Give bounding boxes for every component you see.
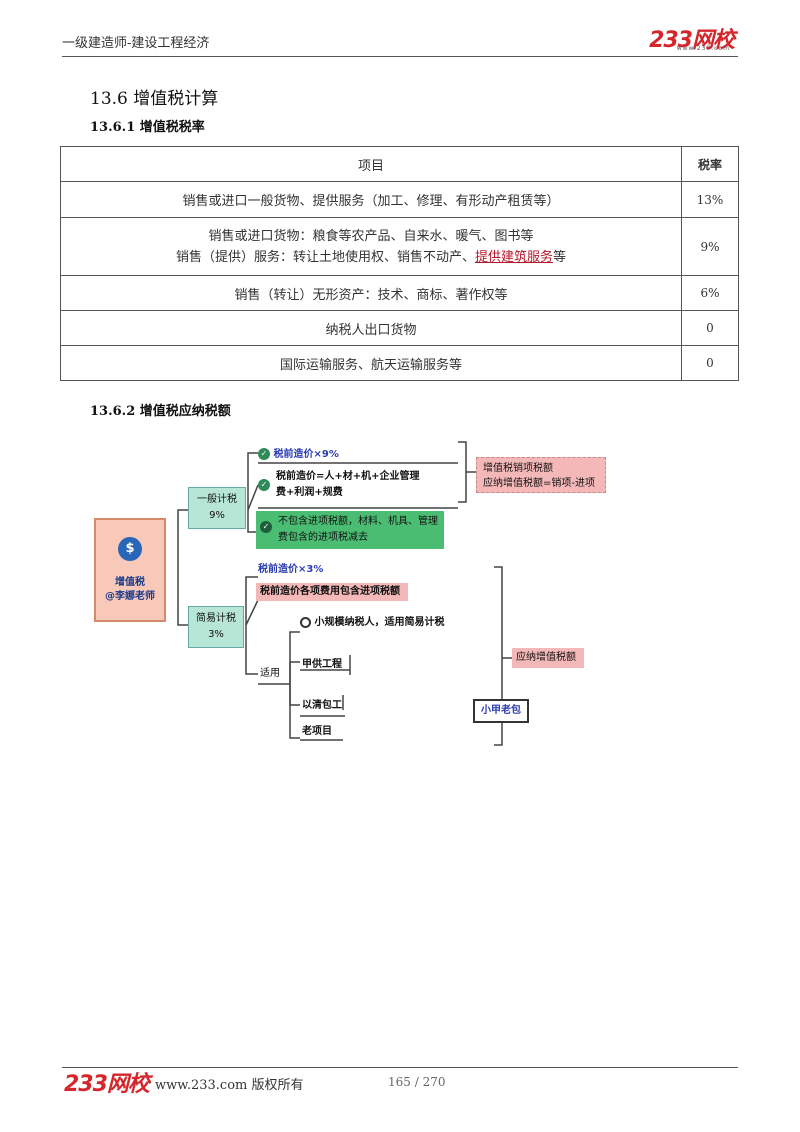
table-row: 纳税人出口货物 0 <box>60 310 739 346</box>
tax-rate-table: 项目 税率 销售或进口一般货物、提供服务（加工、修理、有形动产租赁等） 13% … <box>60 146 739 381</box>
running-header: 一级建造师-建设工程经济 <box>62 36 210 51</box>
general-leaf-1-label: 税前造价×9% <box>273 449 339 460</box>
simple-leaf-4: 甲供工程 <box>302 659 342 670</box>
general-leaf-3-line2: 费包含的进项税减去 <box>278 532 368 543</box>
simple-leaf-3: 小规模纳税人，适用简易计税 <box>300 613 460 629</box>
check-icon: ✓ <box>258 479 270 491</box>
row-item: 销售或进口一般货物、提供服务（加工、修理、有形动产租赁等） <box>60 181 682 218</box>
general-leaf-2: ✓ 税前造价=人+材+机+企业管理 费+利润+规费 <box>258 469 448 505</box>
radio-icon <box>300 616 311 628</box>
general-note: 增值税销项税额 应纳增值税额=销项-进项 <box>476 457 606 493</box>
general-leaf-3: ✓ 不包含进项税额，材料、机具、管理 费包含的进项税减去 <box>256 511 444 549</box>
simple-leaf-6: 老项目 <box>302 726 332 737</box>
mnemonic-tag: 小甲老包 <box>473 699 529 723</box>
brand-logo: 233网校 <box>649 28 735 53</box>
general-note-line1: 增值税销项税额 <box>483 463 553 474</box>
general-leaf-1: ✓ 税前造价×9% <box>258 445 398 461</box>
row-item: 国际运输服务、航天运输服务等 <box>60 345 682 381</box>
header-divider <box>62 56 738 57</box>
row-rate: 0 <box>681 310 739 346</box>
check-icon: ✓ <box>258 448 270 460</box>
row-item-line2: 销售（提供）服务：转让土地使用权、销售不动产、提供建筑服务等 <box>62 247 680 268</box>
simple-leaf-3-label: 小规模纳税人，适用简易计税 <box>314 617 445 628</box>
general-leaf-2-line1: 税前造价=人+材+机+企业管理 <box>276 471 420 482</box>
dollar-icon: $ <box>118 537 142 561</box>
row-rate: 0 <box>681 345 739 381</box>
brand-logo-url: www.233.com <box>676 45 730 52</box>
subsection-title-payable: 13.6.2 增值税应纳税额 <box>90 404 231 419</box>
footer-logo: 233网校 <box>64 1072 150 1097</box>
page-number: 165 / 270 <box>388 1075 446 1089</box>
footer-copyright: www.233.com 版权所有 <box>155 1078 304 1093</box>
simple-apply-label: 适用 <box>260 668 280 679</box>
vat-mindmap: $ 增值税 @李娜老师 一般计税 9% ✓ 税前造价×9% ✓ 税前造价=人+材… <box>94 441 606 746</box>
general-leaf-2-line2: 费+利润+规费 <box>276 487 343 498</box>
section-title: 13.6 增值税计算 <box>90 89 219 109</box>
construction-service-link[interactable]: 提供建筑服务 <box>474 249 553 265</box>
row-item-text: 等 <box>553 249 567 265</box>
root-label-line2: @李娜老师 <box>105 591 155 602</box>
root-node-vat <box>94 518 166 622</box>
row-item-line1: 销售或进口货物：粮食等农产品、自来水、暖气、图书等 <box>208 228 534 244</box>
row-rate: 9% <box>681 217 739 276</box>
simple-leaf-5: 以清包工 <box>302 700 342 711</box>
general-tax-node: 一般计税 9% <box>188 487 246 529</box>
general-rate: 9% <box>209 510 225 521</box>
table-row: 销售或进口一般货物、提供服务（加工、修理、有形动产租赁等） 13% <box>60 181 739 218</box>
header-rate: 税率 <box>681 146 739 182</box>
simple-leaf-2: 税前造价各项费用包含进项税额 <box>256 583 408 601</box>
subsection-title-rates: 13.6.1 增值税税率 <box>90 120 205 135</box>
simple-rate: 3% <box>208 629 224 640</box>
mindmap-connectors <box>177 441 512 746</box>
row-item-text: 销售（提供）服务：转让土地使用权、销售不动产、 <box>175 249 475 265</box>
root-label-line1: 增值税 <box>115 577 145 588</box>
table-header-row: 项目 税率 <box>60 146 739 182</box>
general-note-line2: 应纳增值税额=销项-进项 <box>483 478 595 489</box>
simple-note: 应纳增值税额 <box>512 648 584 668</box>
simple-label: 简易计税 <box>196 613 236 624</box>
root-node-label: 增值税 @李娜老师 <box>94 576 166 604</box>
footer-divider <box>62 1067 738 1068</box>
general-leaf-3-line1: 不包含进项税额，材料、机具、管理 <box>278 516 438 527</box>
simple-leaf-1: 税前造价×3% <box>258 564 324 575</box>
row-item: 纳税人出口货物 <box>60 310 682 346</box>
simple-tax-node: 简易计税 3% <box>188 606 244 648</box>
table-row: 国际运输服务、航天运输服务等 0 <box>60 345 739 381</box>
header-item: 项目 <box>60 146 682 182</box>
row-rate: 13% <box>681 181 739 218</box>
check-icon: ✓ <box>260 521 272 533</box>
row-rate: 6% <box>681 275 739 311</box>
general-label: 一般计税 <box>197 494 237 505</box>
